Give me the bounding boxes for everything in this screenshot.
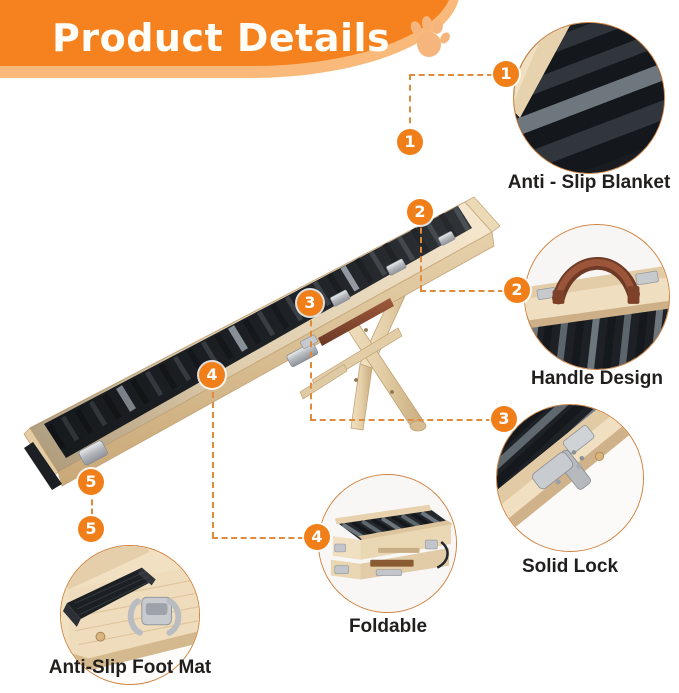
foldable-photo-art <box>319 475 456 612</box>
handle-photo-art <box>525 225 669 369</box>
callout-4-label: Foldable <box>348 616 428 637</box>
marker-badge-3-callout[interactable]: 3 <box>491 406 517 432</box>
ramp-side-rail <box>57 231 495 487</box>
callout-2-label: Handle Design <box>531 368 663 389</box>
callout-2-photo[interactable] <box>524 224 670 370</box>
marker-badge-4-product[interactable]: 4 <box>199 362 225 388</box>
callout-4: Foldable <box>318 474 457 637</box>
hinge-plates <box>330 231 456 307</box>
callout-5-label: Anti-Slip Foot Mat <box>48 657 212 678</box>
marker-badge-2-callout[interactable]: 2 <box>504 277 530 303</box>
callout-3-label: Solid Lock <box>521 556 619 577</box>
callout-5: Anti-Slip Foot Mat <box>49 545 211 685</box>
marker-badge-5-product[interactable]: 5 <box>78 469 104 495</box>
callout-5-photo[interactable] <box>60 545 200 685</box>
connector-2-horizontal <box>420 290 504 292</box>
anti-slip-treads <box>30 202 492 472</box>
connector-3-horizontal <box>310 419 492 421</box>
page-title: Product Details <box>52 16 391 60</box>
callout-4-photo[interactable] <box>318 474 457 613</box>
connector-3-vertical <box>310 310 312 420</box>
lower-foot-end <box>23 427 108 490</box>
lock-photo-art <box>497 405 643 551</box>
blanket-photo-art <box>514 23 664 173</box>
paw-print-icon <box>410 16 450 57</box>
connector-1-vertical <box>409 74 411 134</box>
connector-2-vertical <box>420 218 422 291</box>
marker-badge-3-product[interactable]: 3 <box>297 290 323 316</box>
callout-2: Handle Design <box>524 224 670 389</box>
foot-hook-metal <box>78 440 108 466</box>
marker-badge-2-product[interactable]: 2 <box>407 199 433 225</box>
callout-1-photo[interactable] <box>513 22 665 174</box>
callout-1-label: Anti - Slip Blanket <box>507 172 671 193</box>
marker-badge-1-callout[interactable]: 1 <box>493 61 519 87</box>
foot-mat-photo-art <box>61 546 199 684</box>
marker-badge-4-callout[interactable]: 4 <box>304 524 330 550</box>
connector-1-horizontal <box>409 74 493 76</box>
support-legs <box>299 267 427 432</box>
connector-4-horizontal <box>212 537 304 539</box>
marker-badge-5-callout[interactable]: 5 <box>78 516 104 542</box>
product-main-image <box>0 80 501 500</box>
callout-1: Anti - Slip Blanket <box>508 22 670 193</box>
marker-badge-1-product[interactable]: 1 <box>397 129 423 155</box>
callout-3-photo[interactable] <box>496 404 644 552</box>
leather-handle <box>318 298 394 346</box>
connector-5-vertical <box>91 490 93 524</box>
callout-3: Solid Lock <box>496 404 644 577</box>
connector-4-vertical <box>212 382 214 538</box>
